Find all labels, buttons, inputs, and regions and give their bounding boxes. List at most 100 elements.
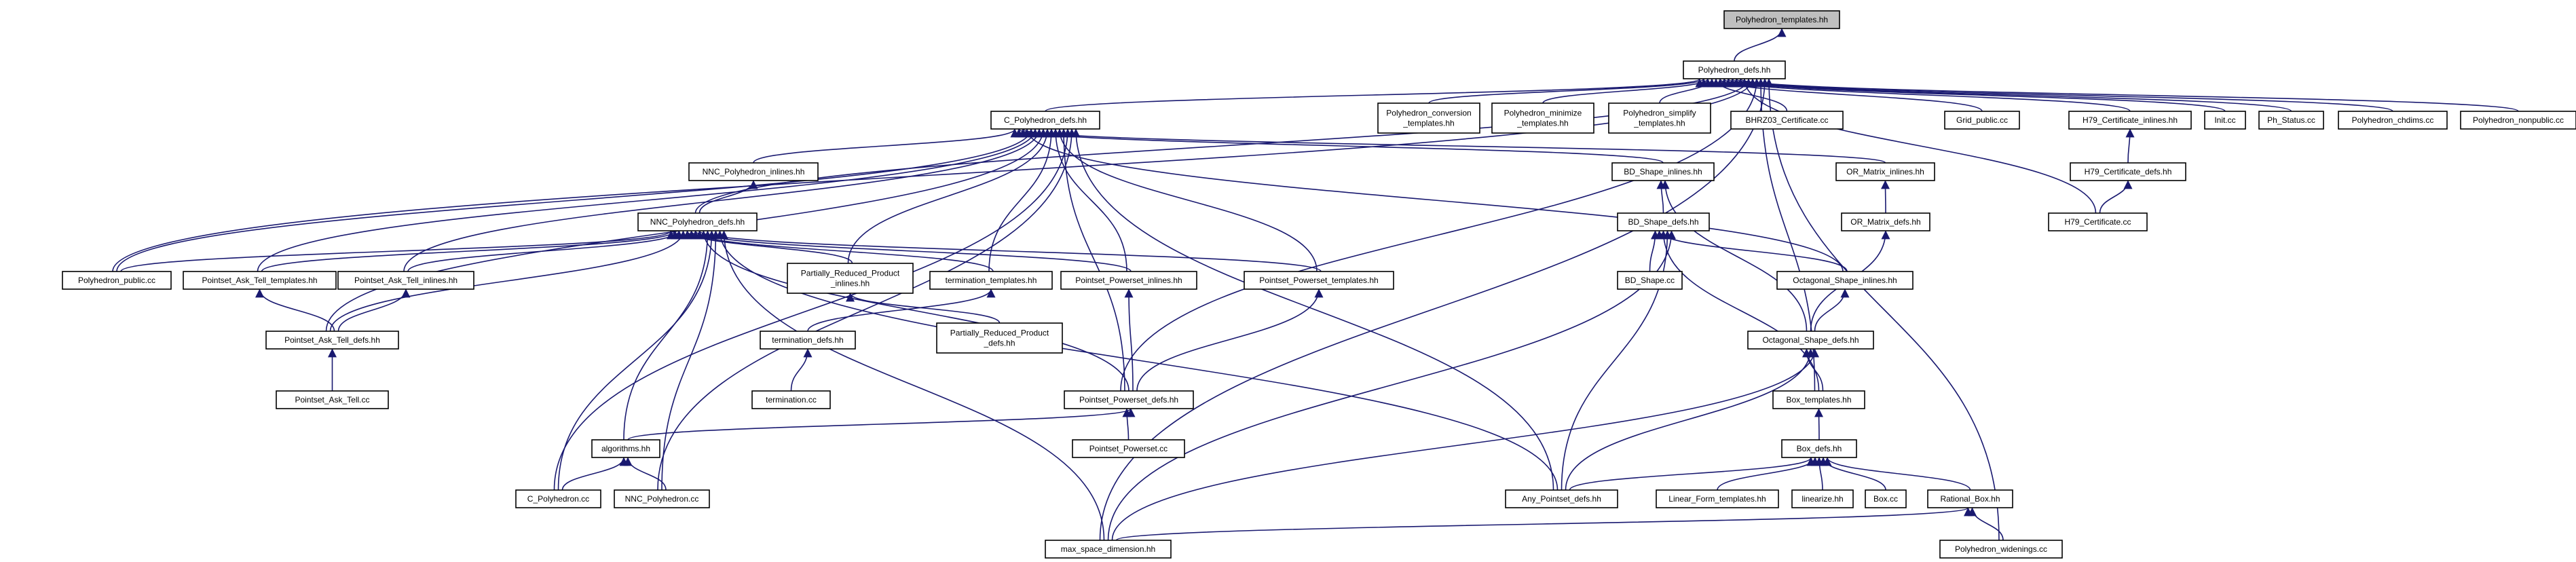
node-polyhedron-widenings[interactable]: Polyhedron_widenings.cc (1939, 540, 2063, 559)
node-label: Polyhedron_public.cc (78, 276, 155, 285)
edge-pointset-ask-tell-defs-to-pointset-ask-tell-templates (255, 288, 335, 332)
node-label: Pointset_Powerset.cc (1089, 444, 1168, 453)
node-box (1072, 439, 1185, 458)
node-polyhedron-templates[interactable]: Polyhedron_templates.hh (1723, 10, 1840, 29)
node-c-polyhedron-cc[interactable]: C_Polyhedron.cc (515, 489, 601, 508)
node-pointset-ask-tell-cc[interactable]: Pointset_Ask_Tell.cc (276, 390, 389, 409)
node-label: Linear_Form_templates.hh (1668, 494, 1766, 504)
node-termination-cc[interactable]: termination.cc (751, 390, 831, 409)
node-pointset-ask-tell-defs[interactable]: Pointset_Ask_Tell_defs.hh (265, 331, 399, 350)
edge-any-pointset-defs-to-c-polyhedron-defs (1071, 128, 1554, 491)
node-label: Pointset_Ask_Tell_templates.hh (202, 276, 317, 285)
node-polyhedron-chdims[interactable]: Polyhedron_chdims.cc (2338, 111, 2448, 130)
node-box-defs[interactable]: Box_defs.hh (1781, 439, 1857, 458)
node-max-space-dimension[interactable]: max_space_dimension.hh (1045, 540, 1172, 559)
node-box (515, 489, 601, 508)
node-rational-box[interactable]: Rational_Box.hh (1927, 489, 2013, 508)
node-linearize[interactable]: linearize.hh (1791, 489, 1854, 508)
node-label: Polyhedron_minimize (1504, 109, 1582, 118)
node-pointset-powerset-defs[interactable]: Pointset_Powerset_defs.hh (1064, 390, 1194, 409)
node-h79-certificate-defs[interactable]: H79_Certificate_defs.hh (2070, 162, 2186, 181)
node-or-matrix-inlines[interactable]: OR_Matrix_inlines.hh (1835, 162, 1935, 181)
edge-any-pointset-defs-to-bd-shape-defs (1561, 230, 1672, 491)
node-box (1944, 111, 2020, 130)
edge-polyhedron-nonpublic-to-polyhedron-defs (1736, 78, 2519, 112)
node-bd-shape-defs[interactable]: BD_Shape_defs.hh (1617, 212, 1710, 231)
node-box-cc[interactable]: Box.cc (1865, 489, 1907, 508)
node-nnc-polyhedron-inlines[interactable]: NNC_Polyhedron_inlines.hh (688, 162, 819, 181)
node-label: Pointset_Ask_Tell_inlines.hh (354, 276, 458, 285)
node-bhrz03-certificate[interactable]: BHRZ03_Certificate.cc (1730, 111, 1844, 130)
node-label: Polyhedron_templates.hh (1736, 15, 1828, 24)
node-label: termination.cc (766, 395, 817, 405)
node-label: Box_defs.hh (1797, 444, 1842, 453)
node-box (591, 439, 660, 458)
node-box (688, 162, 819, 181)
node-linear-form-templates[interactable]: Linear_Form_templates.hh (1656, 489, 1779, 508)
edge-pointset-powerset-cc-to-pointset-powerset-defs (1122, 408, 1132, 441)
node-label: NNC_Polyhedron_inlines.hh (703, 167, 805, 176)
edge-polyhedron-chdims-to-polyhedron-defs (1732, 78, 2393, 112)
node-h79-certificate-inlines[interactable]: H79_Certificate_inlines.hh (2068, 111, 2192, 130)
node-label: NNC_Polyhedron.cc (625, 494, 699, 504)
edge-polyhedron-defs-to-polyhedron-templates (1734, 28, 1787, 62)
node-partially-reduced-product-inlines[interactable]: Partially_Reduced_Product_inlines.hh (787, 263, 914, 294)
node-bd-shape-inlines[interactable]: BD_Shape_inlines.hh (1611, 162, 1715, 181)
node-polyhedron-conversion-templates[interactable]: Polyhedron_conversion_templates.hh (1377, 102, 1480, 134)
node-octagonal-shape-inlines[interactable]: Octagonal_Shape_inlines.hh (1776, 271, 1914, 290)
edge-nnc-polyhedron-inlines-to-c-polyhedron-defs (753, 128, 1020, 164)
edge-or-matrix-inlines-to-c-polyhedron-defs (1019, 128, 1886, 164)
edge-pointset-ask-tell-defs-to-nnc-polyhedron-defs (329, 230, 688, 332)
node-polyhedron-minimize-templates[interactable]: Polyhedron_minimize_templates.hh (1491, 102, 1594, 134)
node-label: Any_Pointset_defs.hh (1522, 494, 1601, 504)
node-label: _templates.hh (1516, 119, 1568, 128)
node-pointset-powerset-cc[interactable]: Pointset_Powerset.cc (1072, 439, 1185, 458)
node-nnc-polyhedron-defs[interactable]: NNC_Polyhedron_defs.hh (637, 212, 758, 231)
node-nnc-polyhedron-cc[interactable]: NNC_Polyhedron.cc (614, 489, 710, 508)
edge-any-pointset-defs-to-nnc-polyhedron-defs (715, 230, 1558, 491)
node-label: NNC_Polyhedron_defs.hh (650, 217, 745, 227)
node-label: Polyhedron_chdims.cc (2352, 115, 2434, 125)
node-init-cc[interactable]: Init.cc (2204, 111, 2246, 130)
node-polyhedron-nonpublic[interactable]: Polyhedron_nonpublic.cc (2460, 111, 2576, 130)
node-termination-templates[interactable]: termination_templates.hh (929, 271, 1053, 290)
node-ph-status[interactable]: Ph_Status.cc (2258, 111, 2324, 130)
edge-octagonal-shape-defs-to-octagonal-shape-inlines (1814, 288, 1850, 332)
node-any-pointset-defs[interactable]: Any_Pointset_defs.hh (1505, 489, 1618, 508)
node-box (183, 271, 337, 290)
node-octagonal-shape-defs[interactable]: Octagonal_Shape_defs.hh (1747, 331, 1874, 350)
node-box (1656, 489, 1779, 508)
node-box (2258, 111, 2324, 130)
node-polyhedron-defs[interactable]: Polyhedron_defs.hh (1683, 60, 1786, 79)
node-c-polyhedron-defs[interactable]: C_Polyhedron_defs.hh (990, 111, 1100, 130)
node-pointset-powerset-templates[interactable]: Pointset_Powerset_templates.hh (1244, 271, 1394, 290)
node-polyhedron-simplify-templates[interactable]: Polyhedron_simplify_templates.hh (1608, 102, 1711, 134)
node-or-matrix-defs[interactable]: OR_Matrix_defs.hh (1841, 212, 1930, 231)
node-termination-defs[interactable]: termination_defs.hh (760, 331, 856, 350)
node-bd-shape-cc[interactable]: BD_Shape.cc (1617, 271, 1683, 290)
node-box (1377, 102, 1480, 134)
node-h79-certificate-cc[interactable]: H79_Certificate.cc (2048, 212, 2148, 231)
edge-max-space-dimension-to-bd-shape-defs (1107, 230, 1676, 541)
node-label: termination_templates.hh (946, 276, 1037, 285)
node-pointset-ask-tell-templates[interactable]: Pointset_Ask_Tell_templates.hh (183, 271, 337, 290)
node-label: H79_Certificate.cc (2064, 217, 2131, 227)
node-pointset-ask-tell-inlines[interactable]: Pointset_Ask_Tell_inlines.hh (337, 271, 474, 290)
node-box (1781, 439, 1857, 458)
node-box (1730, 111, 1844, 130)
node-grid-public[interactable]: Grid_public.cc (1944, 111, 2020, 130)
node-partially-reduced-product-defs[interactable]: Partially_Reduced_Product_defs.hh (936, 322, 1063, 354)
edge-termination-cc-to-termination-defs (790, 348, 813, 392)
node-polyhedron-public[interactable]: Polyhedron_public.cc (62, 271, 172, 290)
node-box (1064, 390, 1194, 409)
edge-pointset-powerset-defs-to-nnc-polyhedron-defs (699, 230, 1130, 392)
edge-pointset-powerset-defs-to-polyhedron-defs (1120, 78, 1761, 392)
node-algorithms[interactable]: algorithms.hh (591, 439, 660, 458)
edge-nnc-polyhedron-defs-to-nnc-polyhedron-inlines (698, 180, 758, 214)
node-label: _defs.hh (983, 339, 1015, 348)
node-pointset-powerset-inlines[interactable]: Pointset_Powerset_inlines.hh (1060, 271, 1197, 290)
node-label: BD_Shape_inlines.hh (1624, 167, 1702, 176)
node-label: max_space_dimension.hh (1061, 544, 1155, 554)
node-box-templates[interactable]: Box_templates.hh (1772, 390, 1865, 409)
